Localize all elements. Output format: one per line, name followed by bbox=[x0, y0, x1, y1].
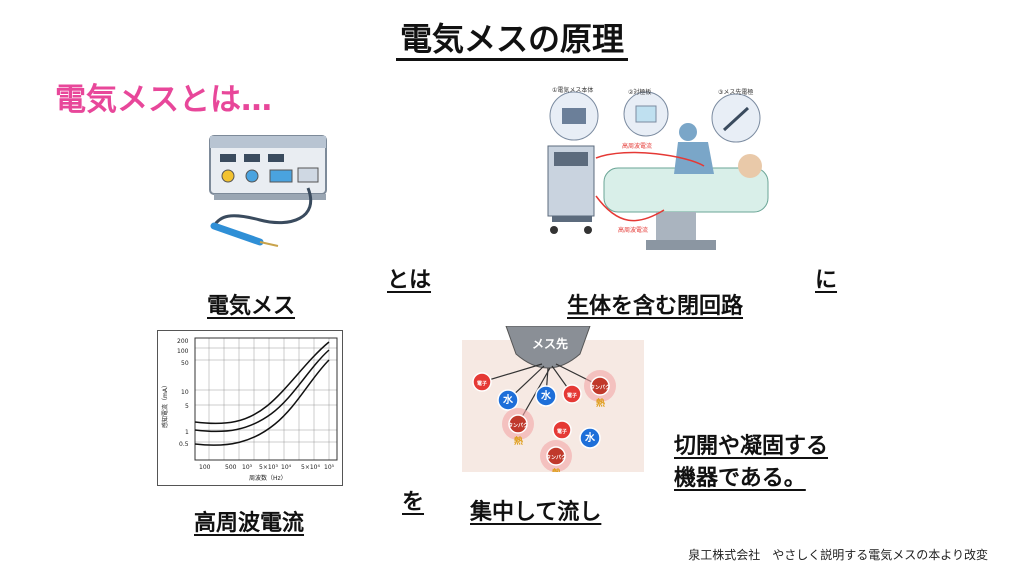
y-tick: 1 bbox=[185, 429, 189, 436]
svg-text:タンパク: タンパク bbox=[508, 422, 528, 429]
svg-text:電子: 電子 bbox=[557, 428, 567, 435]
x-tick: 10⁵ bbox=[324, 464, 335, 471]
heat-label: 熱 bbox=[514, 435, 523, 447]
x-tick: 500 bbox=[225, 464, 237, 471]
svg-text:タンパク: タンパク bbox=[546, 454, 566, 461]
y-tick: 5 bbox=[185, 403, 189, 410]
y-axis-label: 感知電流（mA） bbox=[161, 382, 169, 428]
x-tick: 10³ bbox=[242, 464, 253, 471]
water-particle: 水 bbox=[579, 427, 601, 449]
slide-title: 電気メスの原理 bbox=[0, 14, 1024, 61]
probe-label: メス先 bbox=[532, 336, 568, 351]
source-credit: 泉工株式会社 やさしく説明する電気メスの本より改変 bbox=[688, 548, 988, 562]
electron-particle: 電子 bbox=[562, 384, 582, 404]
svg-text:電子: 電子 bbox=[477, 380, 487, 387]
callout-return-plate: ②対極板 bbox=[628, 88, 651, 96]
callout-unit: ①電気メス本体 bbox=[552, 86, 593, 94]
x-tick: 5×10³ bbox=[259, 464, 278, 471]
label-towa: とは bbox=[387, 268, 432, 293]
label-hf-current: 高周波電流 bbox=[194, 511, 305, 536]
electrosurgical-unit-illustration bbox=[209, 135, 327, 247]
heat-label: 熱 bbox=[596, 397, 605, 409]
svg-text:タンパク: タンパク bbox=[590, 384, 610, 391]
electron-particle: 電子 bbox=[472, 372, 492, 392]
y-tick: 50 bbox=[181, 360, 189, 367]
label-desc-line2: 機器である。 bbox=[674, 466, 806, 491]
label-closed-circuit: 生体を含む閉回路 bbox=[567, 294, 744, 319]
heat-label: 熱 bbox=[552, 467, 561, 472]
label-focus-flow: 集中して流し bbox=[470, 500, 602, 525]
svg-text:電子: 電子 bbox=[567, 392, 577, 399]
y-tick: 0.5 bbox=[179, 441, 189, 448]
arrow-label-bottom: 高周波電流 bbox=[618, 226, 648, 234]
arrow-label-top: 高周波電流 bbox=[622, 142, 652, 150]
x-axis-label: 周波数（Hz） bbox=[249, 474, 287, 482]
water-particle: 水 bbox=[497, 389, 519, 411]
y-tick: 100 bbox=[177, 348, 189, 355]
callout-probe-electrode: ③メス先電極 bbox=[718, 88, 753, 96]
y-tick: 200 bbox=[177, 338, 189, 345]
svg-text:水: 水 bbox=[502, 393, 514, 406]
water-particle: 水 bbox=[535, 385, 557, 407]
x-tick: 5×10⁴ bbox=[301, 464, 320, 471]
svg-text:水: 水 bbox=[584, 431, 596, 444]
x-tick: 100 bbox=[199, 464, 211, 471]
label-ni: に bbox=[815, 268, 838, 293]
probe-tip-illustration: メス先 電子水水電子タンパク熱タンパク熱電子水タンパク熱 bbox=[462, 326, 644, 472]
label-wo: を bbox=[402, 490, 425, 515]
y-tick: 10 bbox=[181, 389, 189, 396]
surgery-circuit-illustration: ①電気メス本体 ②対極板 ③メス先電極 高周波電流 高周波電流 bbox=[547, 86, 769, 250]
label-desc-line1: 切開や凝固する bbox=[674, 434, 829, 459]
x-tick: 10⁴ bbox=[281, 464, 292, 471]
electron-particle: 電子 bbox=[552, 420, 572, 440]
frequency-current-graph: 200 100 50 10 5 1 0.5 100 500 10³ 5×10³ … bbox=[157, 330, 343, 486]
svg-text:水: 水 bbox=[540, 389, 552, 402]
slide-subtitle: 電気メスとは… bbox=[55, 82, 272, 118]
label-esu: 電気メス bbox=[207, 294, 296, 319]
